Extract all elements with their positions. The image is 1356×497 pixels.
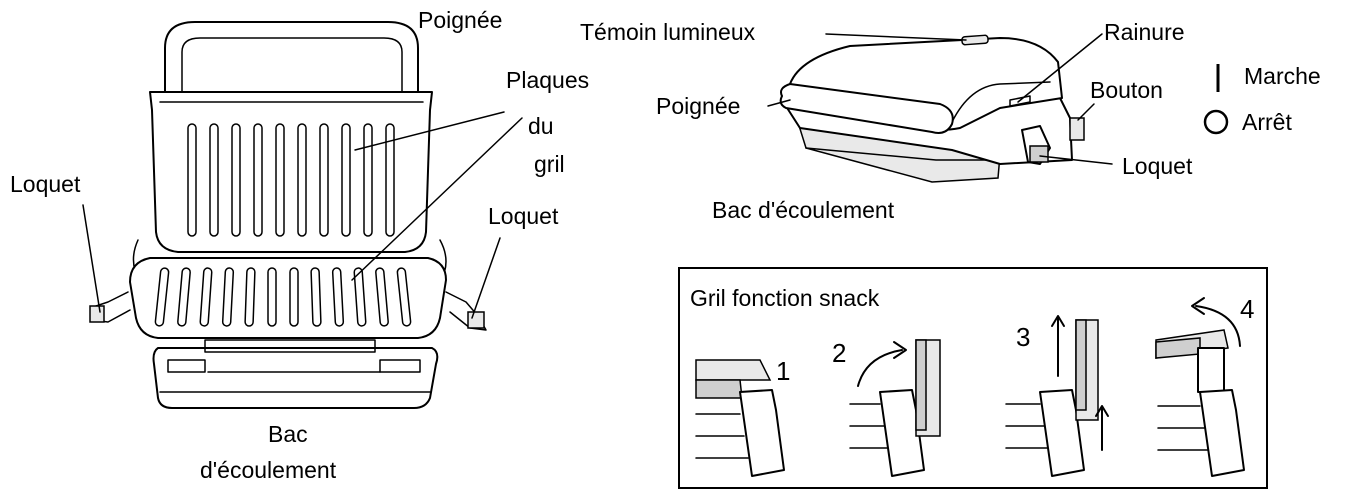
snack-step-4-number: 4 bbox=[1240, 294, 1254, 324]
leader-indicator-light bbox=[825, 33, 967, 41]
handle-arch bbox=[164, 21, 419, 93]
label-off: Arrêt bbox=[1242, 109, 1292, 135]
step-4-rotate-arrow-icon bbox=[1195, 305, 1241, 347]
leader-button bbox=[1077, 103, 1095, 121]
power-button bbox=[1069, 117, 1085, 141]
label-latch-closed: Loquet bbox=[1122, 153, 1193, 179]
upper-plate-ridges bbox=[187, 123, 395, 237]
snack-step-3-number: 3 bbox=[1016, 322, 1030, 352]
label-groove: Rainure bbox=[1104, 19, 1185, 45]
step-2-rotate-arrow-icon bbox=[857, 349, 903, 387]
leader-latch-left bbox=[82, 204, 101, 313]
label-indicator-light: Témoin lumineux bbox=[580, 19, 756, 45]
front-handle-part bbox=[779, 83, 954, 134]
closed-latch bbox=[1021, 125, 1051, 165]
label-drip-tray-left-1: Bac bbox=[268, 421, 308, 447]
leader-latch-right bbox=[471, 237, 501, 319]
drip-tray-left bbox=[152, 347, 439, 409]
label-grill-plates-2: du bbox=[528, 113, 554, 139]
leader-plates-upper bbox=[354, 111, 505, 151]
label-latch-right: Loquet bbox=[488, 203, 559, 229]
label-latch-left: Loquet bbox=[10, 171, 81, 197]
open-grill-illustration bbox=[89, 21, 487, 409]
label-drip-tray-right: Bac d'écoulement bbox=[712, 197, 895, 223]
snack-function-panel: Gril fonction snack 1 2 bbox=[678, 267, 1268, 489]
snack-step-3: 3 bbox=[1005, 315, 1109, 477]
label-drip-tray-left-2: d'écoulement bbox=[200, 457, 337, 483]
label-on: Marche bbox=[1244, 63, 1321, 89]
closed-grill-illustration bbox=[779, 34, 1085, 183]
snack-step-1-number: 1 bbox=[776, 356, 790, 386]
snack-step-4: 4 bbox=[1155, 294, 1254, 477]
label-grill-plates-3: gril bbox=[534, 151, 565, 177]
lower-plate-ridges bbox=[154, 267, 412, 327]
snack-step-2-number: 2 bbox=[832, 338, 846, 368]
leader-latch-closed bbox=[1039, 155, 1113, 165]
leader-handle-right bbox=[767, 99, 791, 107]
leader-plates-lower bbox=[351, 117, 523, 281]
indicator-light bbox=[961, 34, 989, 46]
right-latch-part bbox=[445, 291, 487, 331]
snack-step-2: 2 bbox=[832, 338, 941, 477]
label-handle-right: Poignée bbox=[656, 93, 740, 119]
off-symbol-icon bbox=[1203, 109, 1229, 135]
left-latch-part bbox=[89, 291, 131, 323]
leader-groove bbox=[1017, 33, 1103, 103]
upper-grill-plate bbox=[149, 91, 433, 253]
label-button: Bouton bbox=[1090, 77, 1163, 103]
label-grill-plates-1: Plaques bbox=[506, 67, 589, 93]
snack-panel-title: Gril fonction snack bbox=[690, 285, 880, 311]
snack-step-1: 1 bbox=[695, 356, 790, 477]
label-left-handle: Poignée bbox=[418, 7, 502, 33]
